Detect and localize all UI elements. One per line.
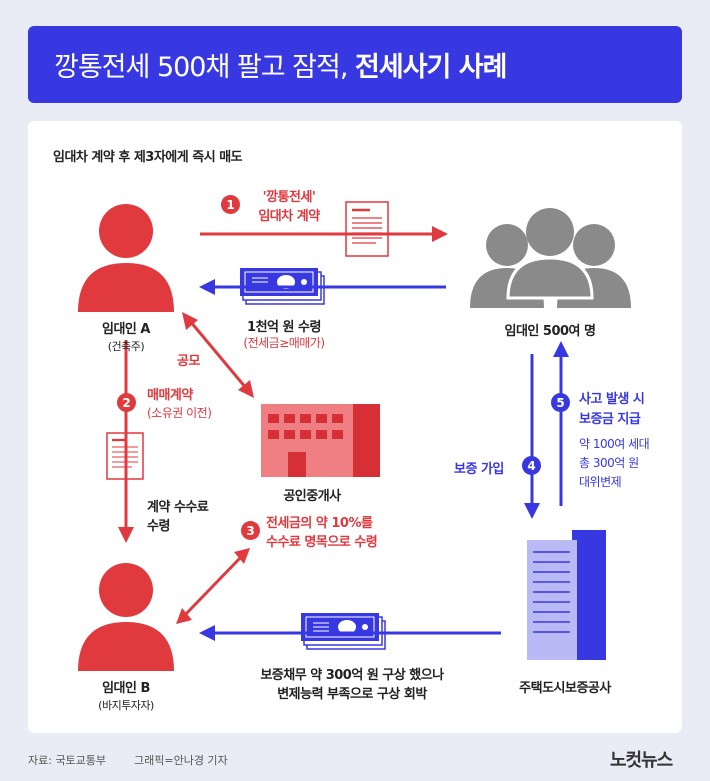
- landlord-b-sub: (바지투자자): [98, 699, 154, 712]
- step-3-line1: 전세금의 약 10%를: [266, 516, 373, 531]
- step-3-badge: 3: [241, 521, 260, 540]
- step-5-detail2: 총 300억 원: [579, 456, 639, 470]
- tenants-group-icon: [470, 208, 631, 308]
- collusion-label: 공모: [177, 354, 200, 369]
- landlord-a-sub: (건축주): [107, 340, 145, 353]
- nocutnews-logo: 노컷뉴스: [610, 750, 673, 771]
- recourse-line2: 변제능력 부족으로 구상 회박: [277, 687, 427, 702]
- arrowheads: [118, 226, 569, 641]
- source-credit: 자료: 국토교통부: [28, 754, 107, 767]
- recourse-line1: 보증채무 약 300억 원 구상 했으나: [260, 668, 444, 683]
- step-5-line1: 사고 발생 시: [579, 392, 645, 407]
- step-5-badge: 5: [551, 393, 570, 412]
- arrow-fee: [182, 554, 244, 618]
- money-stack-bottom-icon: [301, 613, 386, 650]
- step-1-label: '깡통전세' 임대차 계약: [244, 186, 334, 224]
- hug-name: 주택도시보증공사: [519, 681, 611, 696]
- fee-line1: 계약 수수료: [147, 500, 209, 515]
- landlord-a-icon: [78, 204, 174, 312]
- graphic-credit: 그래픽=안나경 기자: [134, 754, 228, 767]
- contract-document-icon: [345, 201, 389, 257]
- deposit-received-label: 1천억 원 수령: [247, 320, 321, 335]
- step-5-detail3: 대위변제: [579, 475, 622, 489]
- step-2-badge: 2: [117, 393, 136, 412]
- diagram-subtitle: 임대차 계약 후 제3자에게 즉시 매도: [53, 150, 243, 165]
- step-2-line2: (소유권 이전): [147, 406, 212, 420]
- fee-line2: 수령: [147, 519, 170, 534]
- arrow-collusion: [188, 320, 248, 389]
- step-5-line2: 보증금 지급: [579, 412, 641, 427]
- step-1-line1: '깡통전세': [262, 190, 316, 205]
- tenants-name: 임대인 500여 명: [504, 324, 597, 339]
- step-3-line2: 수수료 명목으로 수령: [266, 535, 378, 550]
- landlord-b-icon: [78, 563, 174, 671]
- step-1-badge: 1: [221, 195, 240, 214]
- landlord-a-name: 임대인 A: [102, 322, 150, 337]
- title-bold: 전세사기 사례: [355, 52, 507, 83]
- title-normal: 깡통전세 500채 팔고 잠적,: [54, 52, 348, 83]
- step-5-detail1: 약 100여 세대: [579, 437, 650, 451]
- step-2-line1: 매매계약: [147, 388, 193, 403]
- step-1-line2: 임대차 계약: [258, 209, 320, 224]
- hug-building-icon: [527, 530, 606, 660]
- step-4-badge: 4: [522, 456, 541, 475]
- step-4-label: 보증 가입: [454, 462, 504, 477]
- title-banner: 깡통전세 500채 팔고 잠적, 전세사기 사례: [28, 26, 682, 103]
- broker-name: 공인중개사: [283, 489, 341, 504]
- deposit-condition-label: (전세금≥매매가): [243, 336, 325, 350]
- landlord-b-name: 임대인 B: [102, 681, 150, 696]
- broker-building-icon: [261, 404, 380, 477]
